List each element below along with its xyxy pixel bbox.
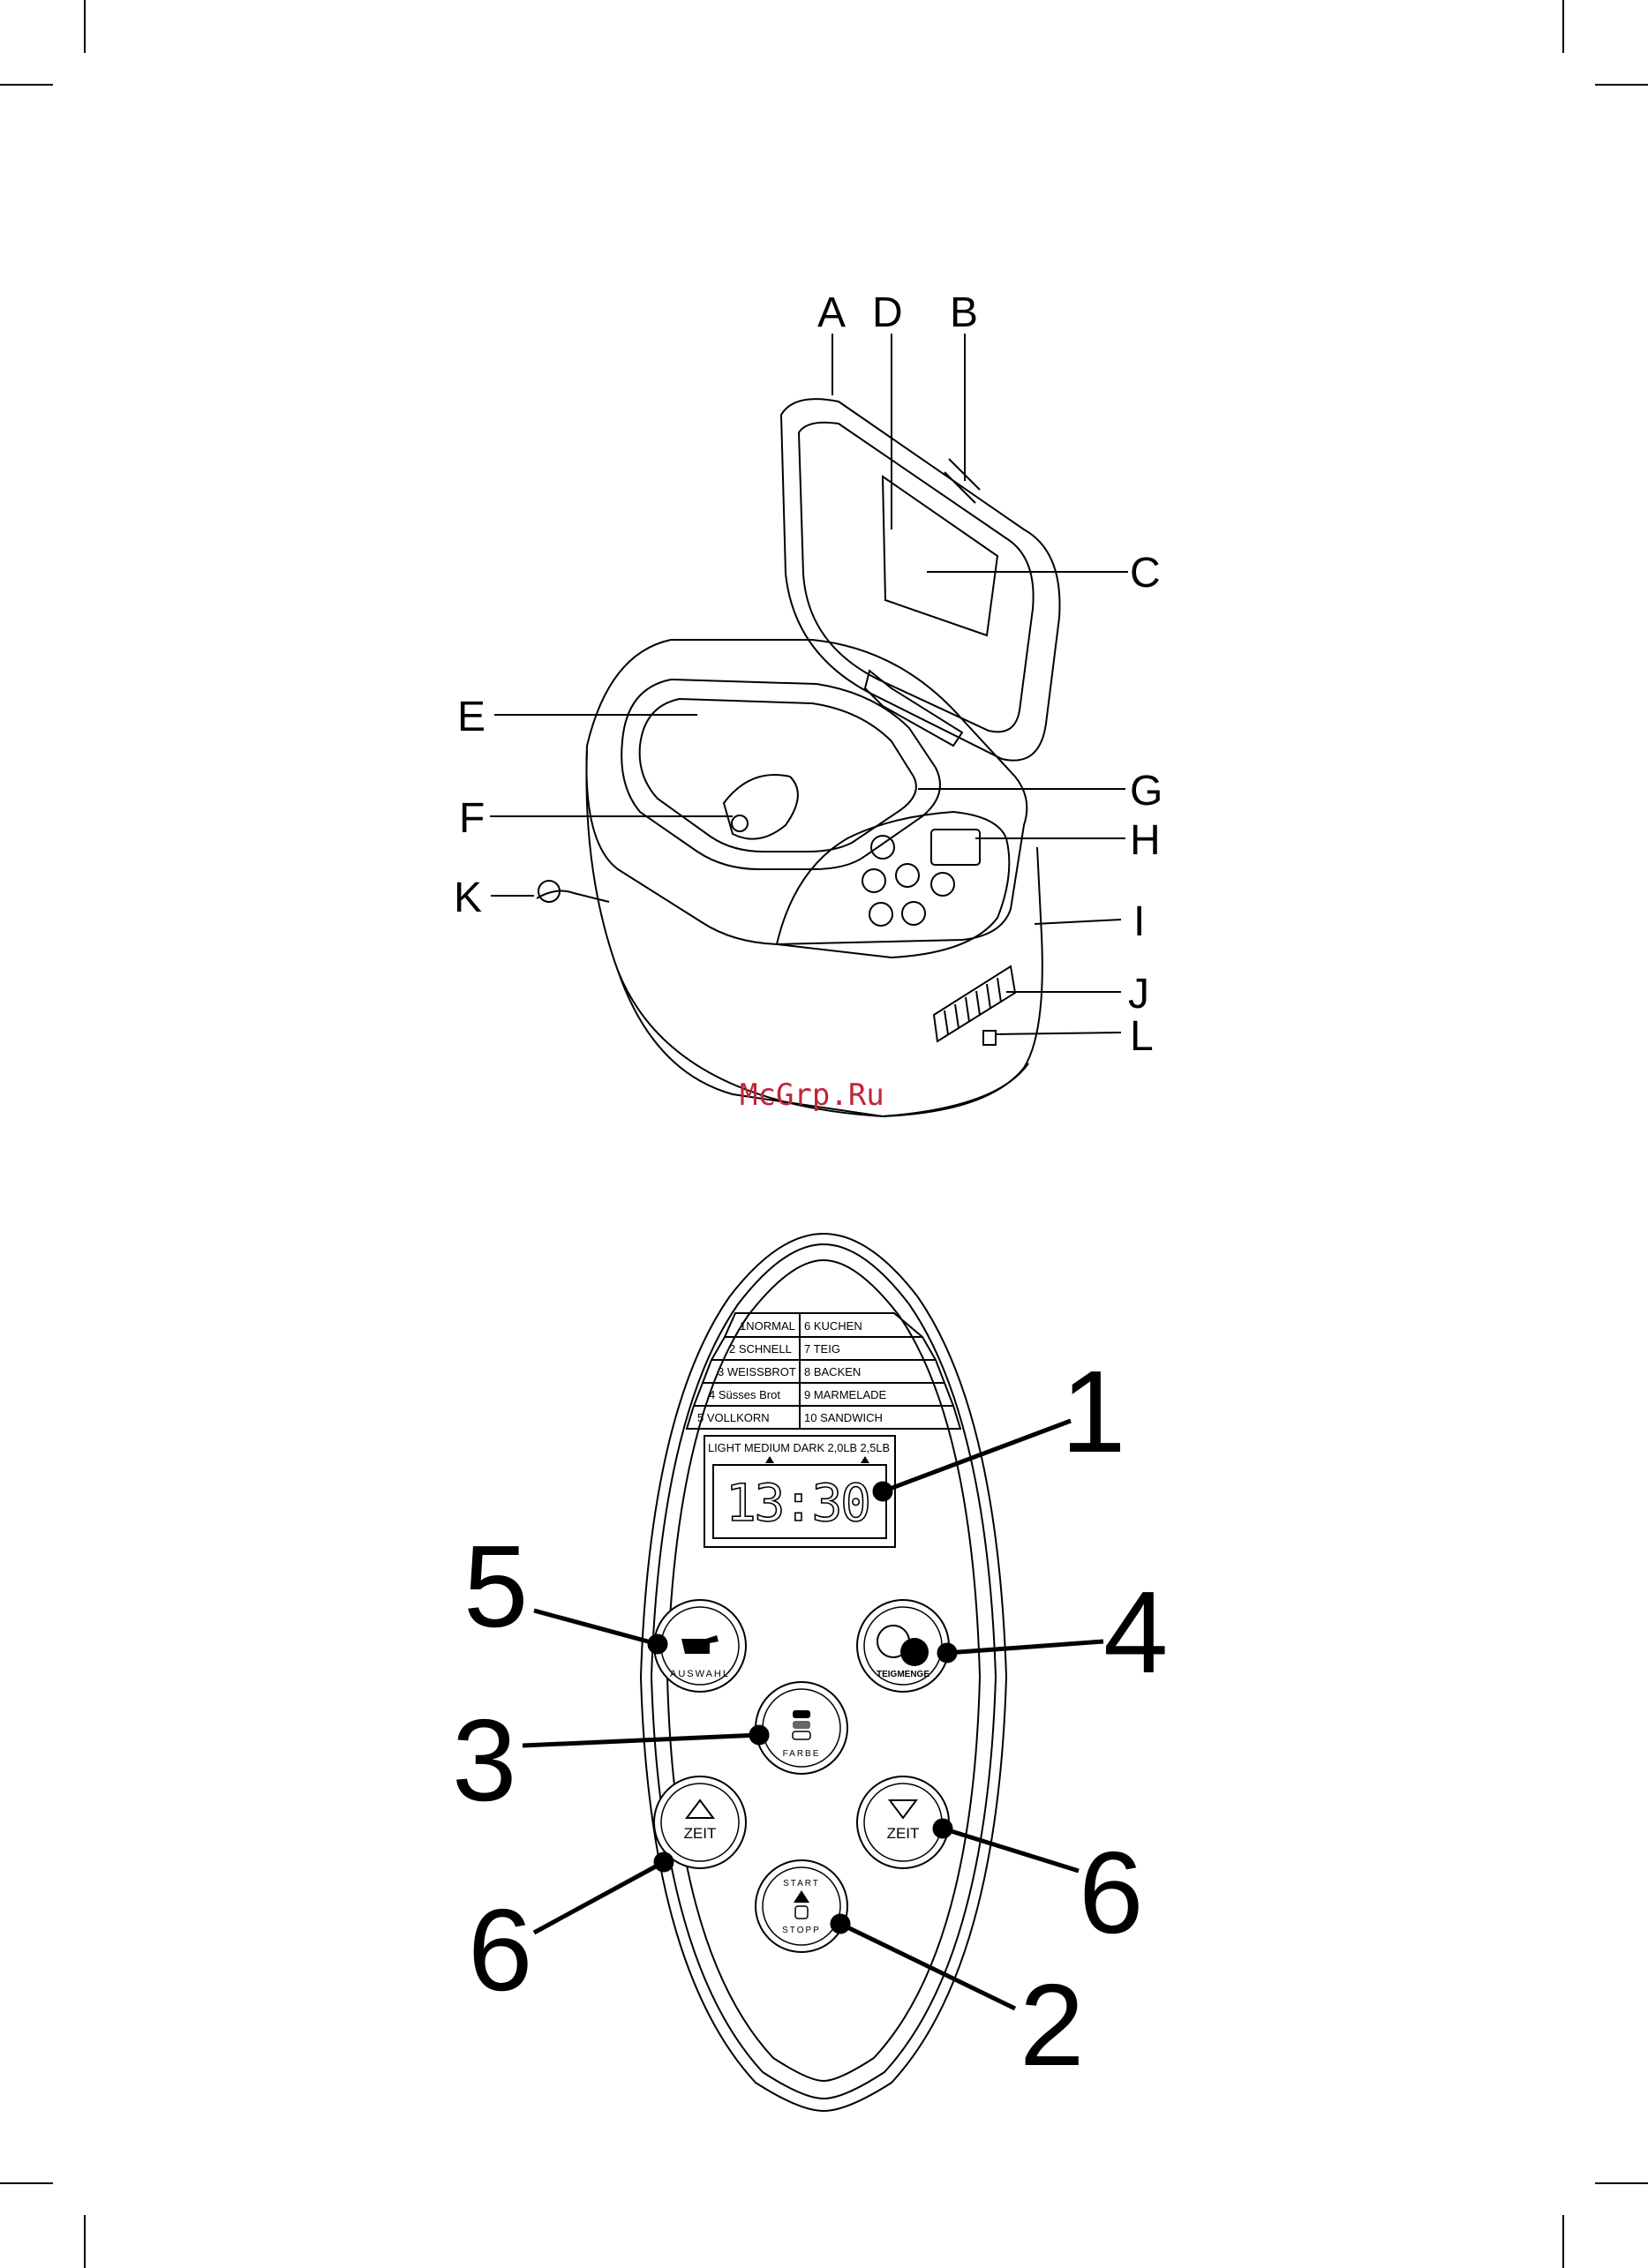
program-1: 1NORMAL <box>740 1319 795 1333</box>
display-header: LIGHT MEDIUM DARK 2,0LB 2,5LB <box>708 1441 890 1454</box>
machine-panel <box>777 812 1009 958</box>
program-10: 10 SANDWICH <box>804 1411 883 1424</box>
callout-2: 2 <box>1020 1960 1084 2090</box>
color-label: FARBE <box>783 1749 821 1759</box>
label-B: B <box>950 289 978 336</box>
display-time: 13:30 <box>726 1473 871 1533</box>
label-D: D <box>872 289 903 336</box>
paddle-shaft <box>732 815 748 831</box>
label-C: C <box>1130 550 1161 597</box>
program-2: 2 SCHNELL <box>729 1342 792 1356</box>
program-4: 4 Süsses Brot <box>709 1388 780 1401</box>
label-J: J <box>1128 971 1149 1018</box>
time-down-label: ZEIT <box>887 1825 920 1842</box>
button-select[interactable]: AUSWAHL <box>654 1600 746 1692</box>
button-start-stop[interactable]: START STOPP <box>756 1860 847 1952</box>
callout-6-left: 6 <box>468 1885 532 2015</box>
stop-label: STOPP <box>782 1926 821 1935</box>
callout-6-right: 6 <box>1079 1828 1143 1957</box>
indicator-medium-icon <box>765 1456 774 1463</box>
watermark: McGrp.Ru <box>740 1078 884 1113</box>
callout-5: 5 <box>463 1521 528 1651</box>
button-loaf-size[interactable]: TEIGMENGE <box>857 1600 949 1692</box>
start-label: START <box>783 1879 820 1889</box>
label-H: H <box>1130 817 1161 864</box>
crust-dark-icon <box>793 1710 810 1718</box>
lid-inner <box>799 423 1034 732</box>
loaf-size-label: TEIGMENGE <box>877 1670 929 1679</box>
crust-medium-icon <box>793 1721 810 1729</box>
program-8: 8 BACKEN <box>804 1365 861 1378</box>
callout-4: 4 <box>1103 1567 1168 1697</box>
program-9: 9 MARMELADE <box>804 1388 887 1401</box>
label-A: A <box>817 289 846 336</box>
bread-maker-drawing <box>537 399 1060 1116</box>
label-F: F <box>459 795 485 842</box>
select-label: AUSWAHL <box>670 1669 730 1679</box>
program-7: 7 TEIG <box>804 1342 840 1356</box>
side-vent <box>934 966 1015 1041</box>
indicator-2-5lb-icon <box>861 1456 869 1463</box>
label-G: G <box>1130 768 1163 815</box>
callout-1: 1 <box>1061 1347 1125 1476</box>
loaf-large-icon <box>900 1638 929 1666</box>
label-I: I <box>1133 898 1145 945</box>
label-E: E <box>457 694 485 740</box>
program-5: 5 VOLLKORN <box>697 1411 770 1424</box>
program-6: 6 KUCHEN <box>804 1319 862 1333</box>
lcd-display: LIGHT MEDIUM DARK 2,0LB 2,5LB 13:30 <box>708 1441 890 1533</box>
button-color[interactable]: FARBE <box>756 1682 847 1774</box>
callout-3: 3 <box>452 1695 516 1825</box>
body-side <box>586 750 1042 1116</box>
program-3: 3 WEISSBROT <box>718 1365 796 1378</box>
power-switch <box>983 1031 996 1045</box>
machine-display <box>931 830 980 865</box>
label-L: L <box>1130 1013 1154 1060</box>
time-up-label: ZEIT <box>684 1825 717 1842</box>
label-K: K <box>454 875 482 921</box>
